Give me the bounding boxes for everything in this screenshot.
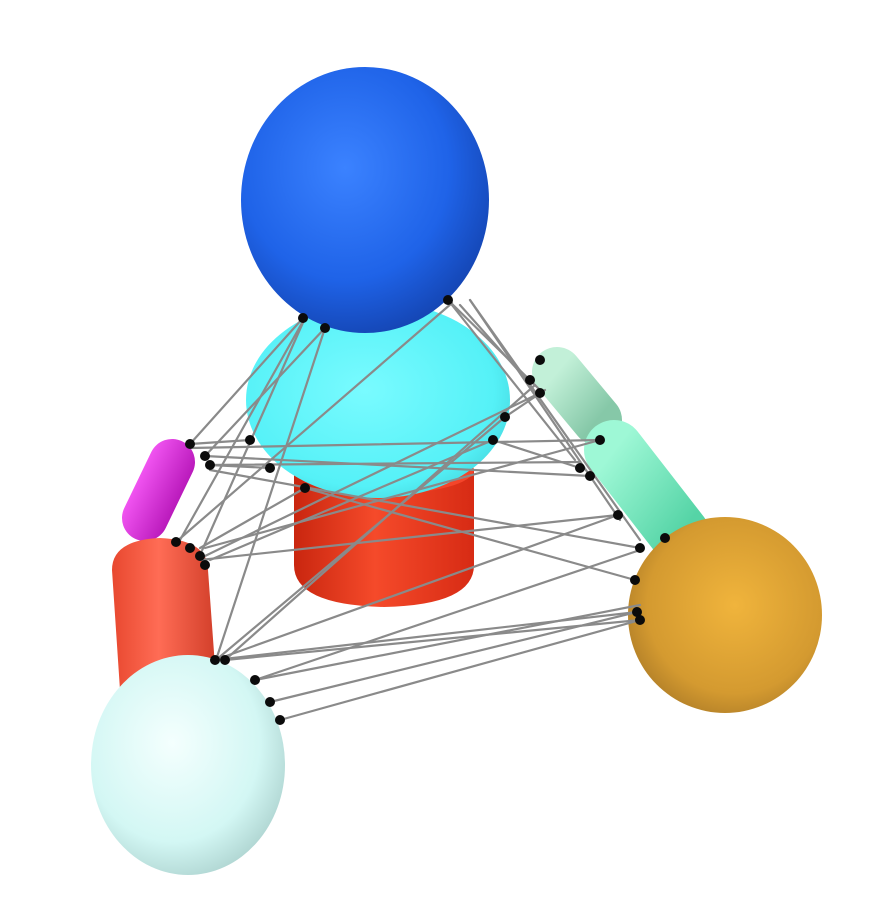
anchor-point: [575, 463, 585, 473]
tether-link: [208, 438, 495, 562]
anchor-point: [630, 575, 640, 585]
anchor-point: [585, 471, 595, 481]
blue-sphere: [241, 67, 489, 333]
anchor-point: [220, 655, 230, 665]
magenta-capsule: [122, 439, 195, 541]
anchor-point: [245, 435, 255, 445]
anchor-point: [488, 435, 498, 445]
anchor-point: [613, 510, 623, 520]
anchor-point: [595, 435, 605, 445]
anchor-point: [525, 375, 535, 385]
anchor-point: [250, 675, 260, 685]
anchor-point: [320, 323, 330, 333]
tether-link: [223, 618, 642, 662]
tether-link: [278, 618, 642, 722]
anchor-point: [635, 543, 645, 553]
tether-link: [214, 326, 327, 662]
tether-link: [214, 415, 507, 662]
anchor-point: [210, 655, 220, 665]
gold-sphere: [628, 517, 822, 713]
mint-capsule: [584, 420, 710, 565]
anchor-point: [265, 697, 275, 707]
tether-link: [198, 513, 620, 562]
tether-link: [303, 486, 637, 582]
anchor-point: [632, 607, 642, 617]
tether-link: [203, 438, 602, 550]
anchor-point: [443, 295, 453, 305]
tether-link: [253, 548, 642, 682]
anchor-point: [660, 533, 670, 543]
anchor-point: [185, 543, 195, 553]
tether-link: [446, 298, 577, 462]
tether-link: [178, 321, 304, 542]
anchor-point: [200, 451, 210, 461]
anchor-point: [171, 537, 181, 547]
tether-link: [198, 486, 307, 550]
tether-link: [491, 438, 582, 470]
pale-green-capsule: [532, 347, 622, 445]
cyan-sphere: [246, 302, 510, 498]
pale-cyan-sphere: [91, 655, 285, 875]
anchor-point: [205, 460, 215, 470]
tether-link: [446, 298, 542, 392]
tether-link: [188, 438, 602, 450]
tether-link: [188, 438, 252, 446]
tether-link: [203, 454, 592, 478]
tether-link: [203, 326, 327, 458]
anchor-point: [185, 439, 195, 449]
tether-link: [188, 316, 305, 446]
anchor-point: [265, 463, 275, 473]
anchor-point: [200, 560, 210, 570]
tether-link: [268, 610, 639, 704]
anchor-point: [500, 412, 510, 422]
anchor-point: [195, 551, 205, 561]
tether-link: [253, 603, 642, 682]
salmon-capsule: [112, 538, 216, 690]
anchor-point: [535, 388, 545, 398]
anchor-point: [635, 615, 645, 625]
tether-link: [174, 301, 454, 544]
anchor-point: [300, 483, 310, 493]
anchor-point: [275, 715, 285, 725]
anchor-points: [171, 295, 670, 725]
tether-link: [468, 298, 642, 542]
tether-link: [203, 391, 542, 558]
tether-link: [213, 513, 620, 662]
tether-link: [208, 468, 642, 550]
anchor-point: [535, 355, 545, 365]
anchor-point: [298, 313, 308, 323]
tether-link: [213, 610, 639, 662]
